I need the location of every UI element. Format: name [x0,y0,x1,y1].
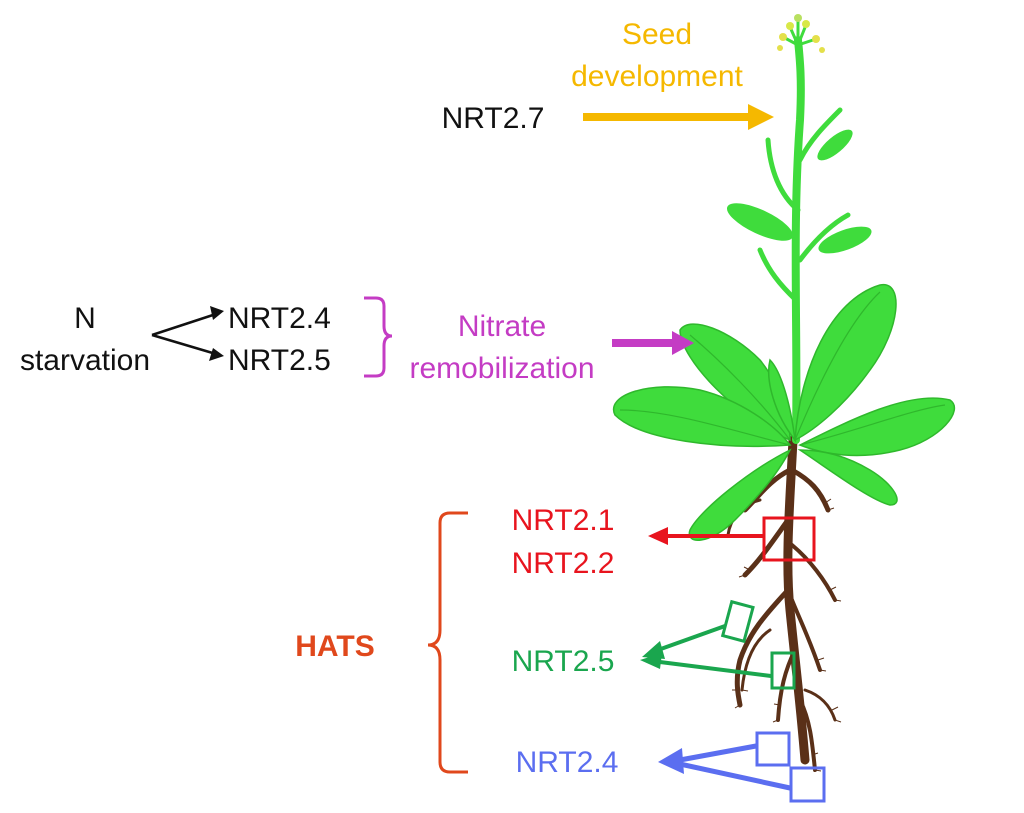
hats-label: HATS [295,630,374,663]
side-branches [757,107,851,303]
hats-bracket [427,511,468,774]
main-stem [791,36,805,444]
magenta-bracket [364,296,393,378]
green-root-box-upper [720,599,755,644]
nrt24-label-root: NRT2.4 [516,746,619,779]
nrt24-label-top: NRT2.4 [228,302,331,335]
remobilization-arrow [612,331,694,355]
leaf-veins [619,291,946,446]
nrt22-label: NRT2.2 [512,547,615,580]
arabidopsis-plant-illustration [612,14,956,772]
nitrate-label: Nitrate [458,310,546,343]
nrt25-label-root: NRT2.5 [512,645,615,678]
nrt25-label-top: NRT2.5 [228,344,331,377]
seed-label-line1: Seed [622,18,692,51]
blue-arrowhead [658,748,684,774]
red-arrow [648,527,763,545]
cauline-leaves [726,129,872,254]
green-arrowhead-2 [640,653,662,669]
red-root-box [762,516,816,562]
seed-label-line2: development [571,60,743,93]
arrowhead-down [209,348,224,361]
starvation-label: starvation [20,344,150,377]
seed-arrow [583,104,774,130]
rosette-leaves [612,284,956,541]
blue-arrows [679,743,791,791]
blue-root-box-lower [789,766,826,803]
green-root-box-lower [770,651,796,690]
starvation-arrows [151,312,217,356]
green-arrows [657,624,772,678]
blue-root-box-upper [755,731,791,767]
n-label: N [74,302,96,335]
arrowhead-up [210,306,224,320]
nrt21-label: NRT2.1 [512,504,615,537]
flower-cluster [777,14,825,53]
root-system [726,435,837,772]
nrt27-label: NRT2.7 [442,102,545,135]
remobilization-label: remobilization [409,352,594,385]
